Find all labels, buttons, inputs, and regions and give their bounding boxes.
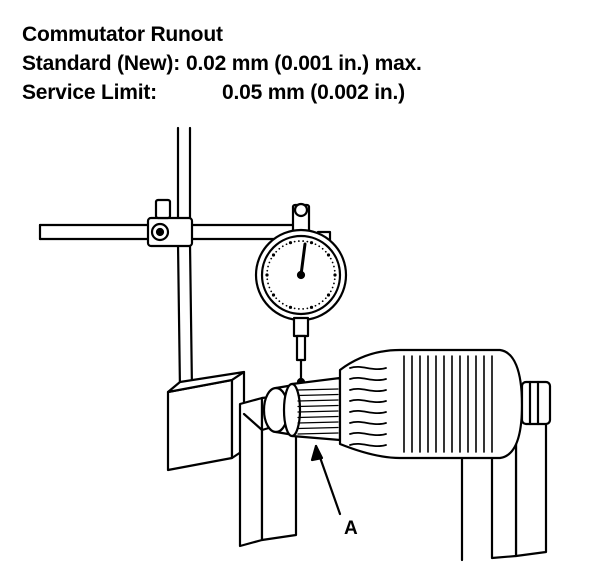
commutator-bar xyxy=(297,388,339,391)
dial-tick xyxy=(302,240,305,242)
dial-tick xyxy=(297,308,300,310)
dial-tick xyxy=(278,247,281,250)
dial-tick xyxy=(267,282,269,285)
winding-loop xyxy=(349,420,387,426)
armature-shaft-right xyxy=(520,380,552,426)
dial-tick xyxy=(333,269,336,272)
stand-clamp xyxy=(146,198,194,248)
spec-standard-row: Standard (New): 0.02 mm (0.001 in.) max. xyxy=(22,49,422,78)
dial-tick xyxy=(285,304,288,307)
stand-post xyxy=(176,126,194,392)
dial-tick xyxy=(331,261,334,264)
winding-loop xyxy=(349,409,387,415)
dial-tick xyxy=(314,243,317,246)
dial-tick xyxy=(293,240,296,243)
dial-tick xyxy=(268,261,271,264)
dial-tick xyxy=(288,241,293,245)
dial-tick xyxy=(333,265,335,268)
winding-loop xyxy=(349,431,387,437)
dial-tick xyxy=(306,240,309,243)
winding-loop xyxy=(349,376,387,382)
dial-tick xyxy=(267,265,269,268)
armature-core xyxy=(338,348,524,460)
dial-tick xyxy=(302,308,305,310)
dial-tick xyxy=(329,257,332,260)
commutator-bar xyxy=(297,393,339,397)
dial-tick xyxy=(333,282,335,285)
dial-tick xyxy=(309,241,314,245)
spec-block: Commutator Runout Standard (New): 0.02 m… xyxy=(22,20,422,107)
dial-tick xyxy=(318,245,321,248)
winding-loop xyxy=(349,398,387,404)
dial-tick xyxy=(326,293,331,297)
dial-tick xyxy=(278,300,281,303)
dial-tick xyxy=(331,286,334,289)
dial-tick xyxy=(288,305,293,309)
dial-tick xyxy=(326,253,331,257)
standard-value: 0.02 mm (0.001 in.) max. xyxy=(186,52,422,75)
commutator-bar xyxy=(297,432,339,435)
commutator-bar xyxy=(297,410,339,413)
dial-tick xyxy=(329,290,332,293)
winding-loop xyxy=(349,442,387,448)
dial-ticks xyxy=(265,240,337,310)
callout-a-label: A xyxy=(344,518,358,539)
callout-leader xyxy=(310,444,342,516)
dial-tick xyxy=(306,307,309,310)
dial-tick xyxy=(318,302,321,305)
commutator-bar xyxy=(297,404,339,408)
spec-service-row: Service Limit: 0.05 mm (0.002 in.) xyxy=(22,78,422,107)
dial-tick xyxy=(268,286,271,289)
spec-title: Commutator Runout xyxy=(22,23,223,46)
dial-tick xyxy=(265,273,269,277)
dial-tick xyxy=(266,278,269,281)
dial-tick xyxy=(270,257,273,260)
commutator-bar xyxy=(297,399,339,402)
dial-indicator xyxy=(254,202,348,387)
dial-tick xyxy=(309,305,314,309)
dial-tick xyxy=(333,273,337,277)
commutator xyxy=(282,376,342,442)
winding-loop xyxy=(349,387,387,393)
dial-tick xyxy=(321,247,324,250)
commutator-bar xyxy=(297,415,339,419)
dial-tick xyxy=(275,297,278,300)
dial-tick xyxy=(270,290,273,293)
dial-tick xyxy=(281,302,284,305)
dial-tick xyxy=(271,293,276,297)
dial-tick xyxy=(324,297,327,300)
service-value: 0.05 mm (0.002 in.) xyxy=(222,81,405,104)
standard-label: Standard (New): xyxy=(22,52,181,75)
winding-loop xyxy=(349,365,387,371)
dial-tick xyxy=(297,240,300,242)
commutator-bar xyxy=(297,426,339,430)
magnetic-base xyxy=(166,370,246,472)
dial-tick xyxy=(266,269,269,272)
dial-tick xyxy=(275,250,278,253)
dial-tick xyxy=(324,250,327,253)
dial-tick xyxy=(271,253,276,257)
dial-tick xyxy=(321,300,324,303)
commutator-bar xyxy=(297,421,339,424)
dial-tick xyxy=(314,304,317,307)
dial-tick xyxy=(293,307,296,310)
dial-tick xyxy=(281,245,284,248)
service-label: Service Limit: xyxy=(22,81,157,104)
dial-tick xyxy=(285,243,288,246)
dial-tick xyxy=(333,278,336,281)
